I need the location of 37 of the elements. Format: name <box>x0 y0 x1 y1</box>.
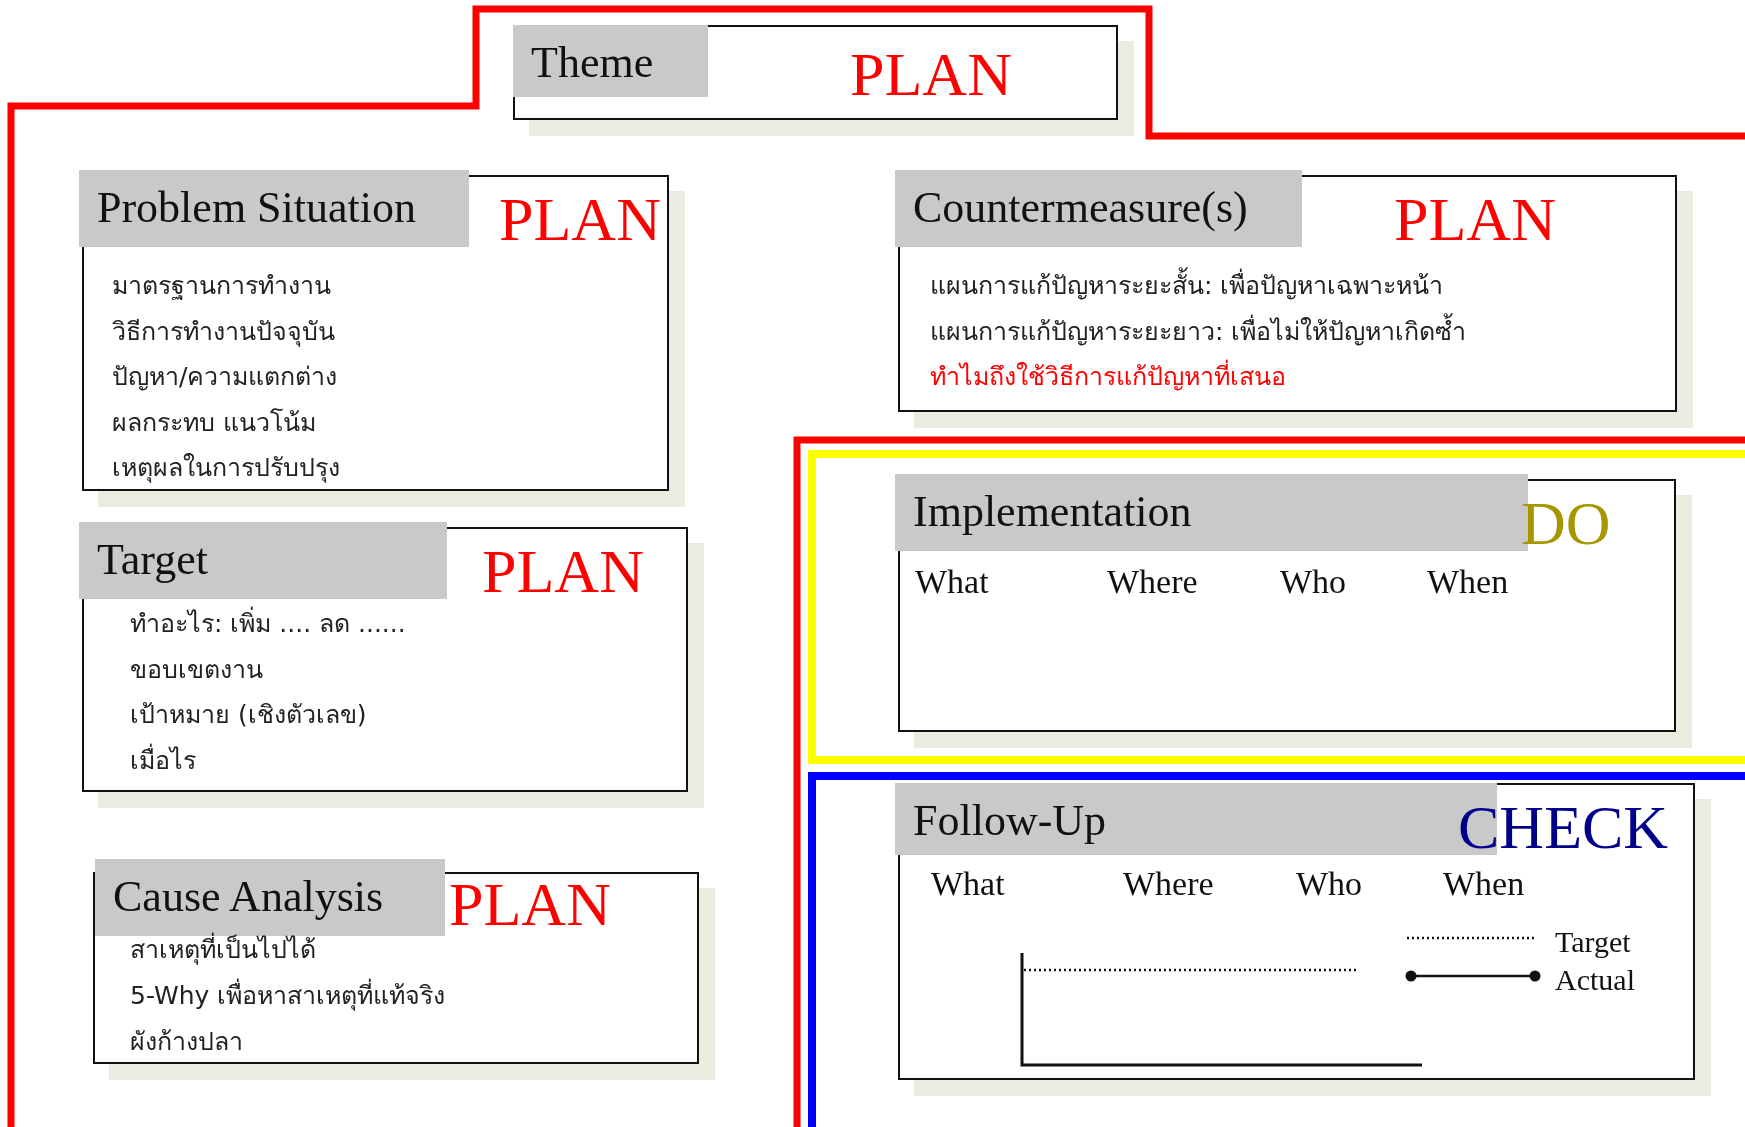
column-heading: When <box>1427 562 1509 602</box>
body-text: ปัญหา/ความแตกต่าง <box>112 361 338 393</box>
body-text: ผลกระทบ แนวโน้ม <box>112 406 316 439</box>
section-heading: Theme <box>513 25 708 97</box>
column-heading: What <box>915 562 989 602</box>
section-box <box>513 25 1118 120</box>
column-heading: Where <box>1123 864 1214 904</box>
phase-label: CHECK <box>1458 795 1669 859</box>
body-text: 5-Why เพื่อหาสาเหตุที่แท้จริง <box>130 979 446 1013</box>
section-box <box>898 783 1695 1080</box>
body-text: ทำไมถึงใช้วิธีการแก้ปัญหาที่เสนอ <box>930 360 1286 394</box>
body-text: เหตุผลในการปรับปรุง <box>112 452 340 485</box>
phase-label: PLAN <box>449 872 611 936</box>
column-heading: When <box>1443 864 1525 904</box>
section-heading: Countermeasure(s) <box>895 170 1302 247</box>
column-heading: Who <box>1280 562 1347 602</box>
column-heading: Where <box>1107 562 1198 602</box>
body-text: เป้าหมาย (เชิงตัวเลข) <box>130 699 367 731</box>
body-text: ทำอะไร: เพิ่ม .... ลด ...... <box>130 607 406 641</box>
phase-label: PLAN <box>499 187 661 251</box>
body-text: สาเหตุที่เป็นไปได้ <box>130 933 316 967</box>
body-text: วิธีการทำงานปัจจุบัน <box>112 315 335 349</box>
phase-label: PLAN <box>850 42 1012 106</box>
body-text: ผังก้างปลา <box>130 1026 243 1058</box>
legend-text: Target <box>1555 925 1631 959</box>
section-heading: Problem Situation <box>79 170 469 247</box>
phase-label: PLAN <box>1394 187 1556 251</box>
body-text: แผนการแก้ปัญหาระยะสั้น: เพื่อปัญหาเฉพาะหน้า <box>930 269 1444 303</box>
legend-text: Actual <box>1555 963 1635 997</box>
body-text: มาตรฐานการทำงาน <box>112 270 331 302</box>
body-text: แผนการแก้ปัญหาระยะยาว: เพื่อไม่ให้ปัญหาเกิดซ้ำ <box>930 314 1467 349</box>
section-heading: Target <box>79 522 447 599</box>
phase-label: PLAN <box>482 539 644 603</box>
body-text: เมื่อไร <box>130 743 196 777</box>
column-heading: What <box>931 864 1005 904</box>
body-text: ขอบเขตงาน <box>130 653 263 686</box>
column-heading: Who <box>1296 864 1363 904</box>
